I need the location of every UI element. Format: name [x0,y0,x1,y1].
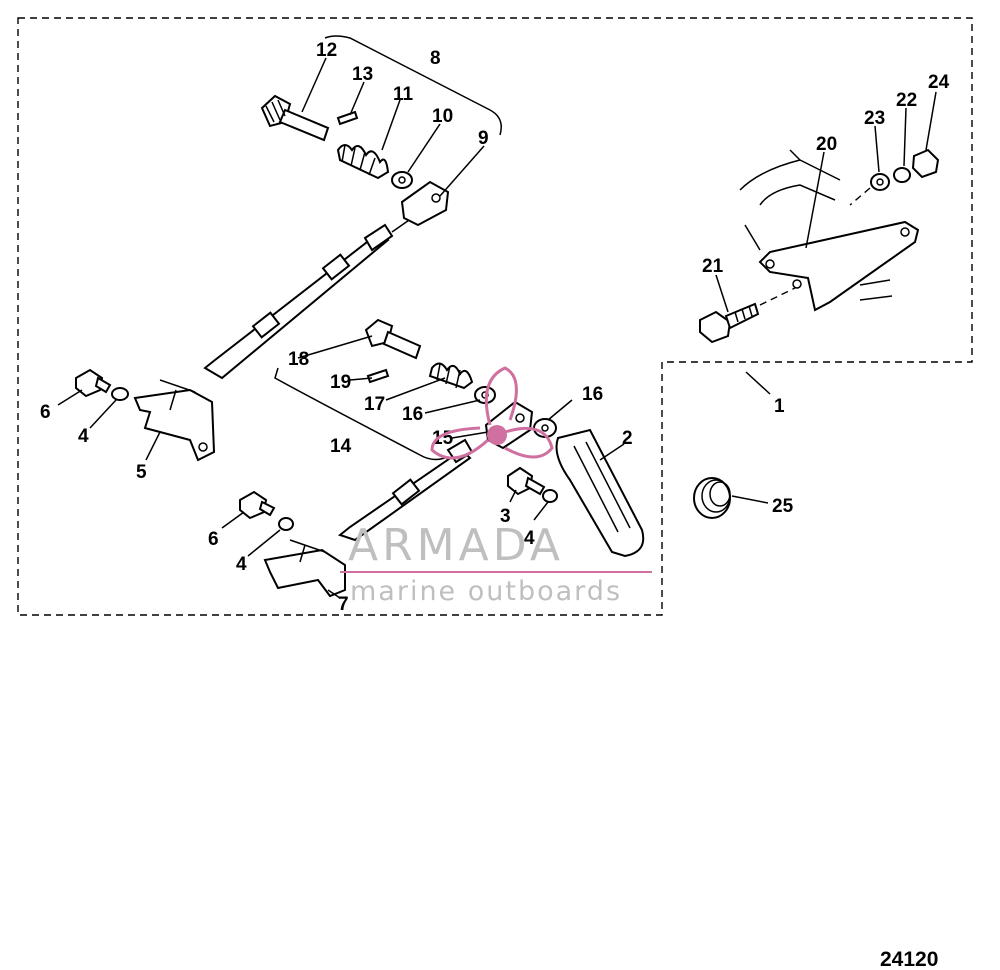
cotter-pin-19 [366,368,390,384]
washer-10 [391,171,413,189]
callout-6-lower: 6 [208,529,219,550]
mounting-bracket-20 [739,149,920,312]
watermark-tagline: marine outboards [350,576,622,607]
upper-cable-assembly [203,217,413,380]
washer-4-lower [278,517,294,531]
callout-1: 1 [774,396,785,417]
callout-25: 25 [772,496,794,517]
clevis-9 [400,180,450,227]
callout-8: 8 [430,48,441,69]
pin-12 [260,94,330,142]
callout-6-upper: 6 [40,402,51,423]
bracket-7 [263,539,346,598]
screw-6-upper [75,368,112,398]
cotter-pin-13 [336,110,359,126]
grommet-25 [693,477,731,519]
screw-6-lower [239,490,276,520]
screw-3 [507,466,546,496]
callout-2: 2 [622,428,633,449]
callout-14: 14 [330,436,352,457]
leader-lines [57,57,937,599]
group-bracket-8 [324,35,502,136]
callout-18: 18 [288,349,309,370]
callout-22: 22 [896,90,917,111]
group-bracket-14 [274,367,446,461]
callout-11: 11 [393,84,414,105]
callout-5: 5 [136,462,147,483]
callout-21: 21 [702,256,724,277]
callout-3: 3 [500,506,511,527]
figure-number: 24120 [880,948,938,970]
pin-18 [364,318,422,360]
watermark: ARMADA marine outboards [340,366,652,607]
callout-7: 7 [338,594,349,615]
callout-23: 23 [864,108,885,129]
nut-24 [911,148,940,179]
callout-4-lower: 4 [236,554,247,575]
callout-13: 13 [352,64,373,85]
callout-24: 24 [928,72,950,93]
callout-labels: 12 8 13 11 10 9 18 19 17 16 16 14 1 5 2 3… [40,40,950,615]
washer-4-handle [542,489,558,503]
bracket-5 [133,379,216,462]
callout-4-upper: 4 [78,426,89,447]
callout-4-handle: 4 [524,528,535,549]
spring-17 [428,362,474,390]
callout-16-right: 16 [582,384,603,405]
spring-11 [336,144,390,180]
callout-10: 10 [432,106,453,127]
callout-12: 12 [316,40,337,61]
propeller-logo [430,366,554,460]
washer-23 [870,173,890,191]
lockwasher-22 [893,167,911,183]
washer-4-upper [111,387,129,401]
callout-17: 17 [364,394,385,415]
callout-9: 9 [478,128,489,149]
handle-2 [555,428,645,558]
kit-outline [17,17,973,616]
callout-19: 19 [330,372,351,393]
bolt-21 [699,287,796,344]
callout-20: 20 [816,134,837,155]
watermark-brand: ARMADA [348,520,564,571]
callout-16-left: 16 [402,404,423,425]
